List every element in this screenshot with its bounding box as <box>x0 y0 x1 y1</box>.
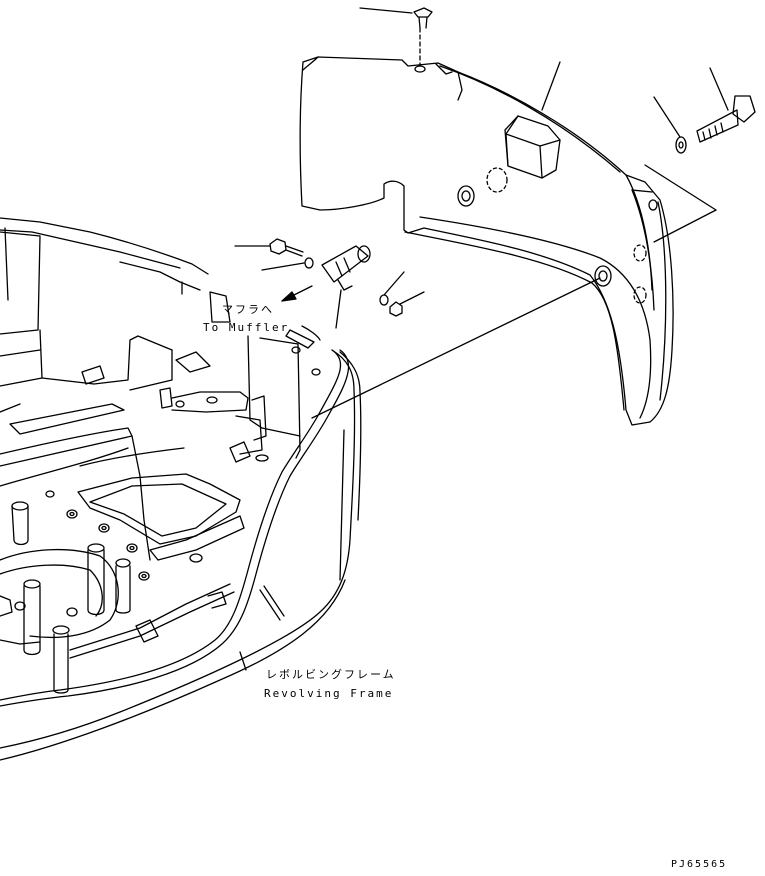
leader-line <box>399 291 425 305</box>
leader-line <box>541 61 561 111</box>
revolving-frame-label-jp: レボルビングフレーム <box>266 668 396 681</box>
clamp-assembly <box>234 238 425 329</box>
to-muffler-label-jp: マフラへ <box>222 303 274 316</box>
revolving-frame <box>0 217 362 761</box>
leader-line <box>644 164 717 211</box>
leader-line <box>383 271 405 296</box>
leader-line <box>653 209 717 243</box>
leader-line <box>359 7 413 14</box>
drawing-code: PJ65565 <box>671 859 728 870</box>
leader-line <box>311 277 601 419</box>
revolving-frame-label-en: Revolving Frame <box>264 687 394 700</box>
top-cap-part <box>359 7 433 67</box>
washer-and-bolt <box>541 61 756 243</box>
leader-line <box>261 262 305 271</box>
leader-line <box>653 96 681 138</box>
leader-line <box>335 289 342 329</box>
leader-line <box>709 67 729 111</box>
muffler-arrow-head <box>281 291 297 302</box>
counterweight <box>299 56 674 426</box>
to-muffler-label-en: To Muffler <box>203 321 290 334</box>
